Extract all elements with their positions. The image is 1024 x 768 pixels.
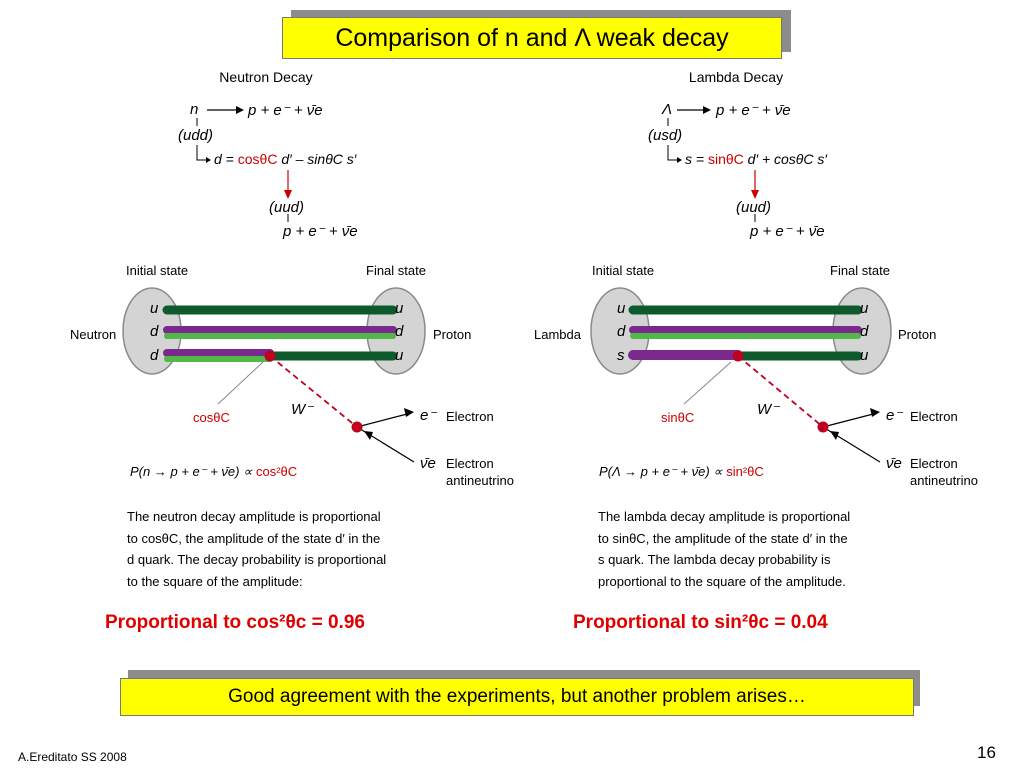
- lambda-mixing-lhs: s =: [685, 151, 705, 167]
- lambda-hadron-diagram: [590, 287, 892, 463]
- conclusion-text: Good agreement with the experiments, but…: [228, 686, 806, 707]
- neutron-final-quark-1: u: [395, 300, 404, 317]
- lambda-probability-rhs: sin²θC: [726, 464, 764, 479]
- neutron-probability-lhs: P(n → p + e⁻ + ν̄e) ∝: [130, 464, 253, 479]
- neutron-explanation-line-4: to the square of the amplitude:: [127, 573, 303, 589]
- lambda-mixing-sin-term: sinθC: [707, 151, 744, 167]
- lambda-final-quark-1: u: [860, 300, 869, 317]
- neutron-explanation-line-2: to cosθC, the amplitude of the state d′ …: [127, 530, 381, 546]
- neutron-electron-label: Electron: [446, 409, 494, 424]
- lambda-explanation-line-2: to sinθC, the amplitude of the state d′ …: [598, 530, 848, 546]
- author-footer: A.Ereditato SS 2008: [18, 750, 127, 764]
- neutron-probability: P(n → p + e⁻ + ν̄e) ∝ cos²θC: [130, 464, 297, 480]
- neutron-symbol: n: [190, 101, 199, 118]
- lambda-antineutrino-symbol: ν̄e: [886, 455, 902, 472]
- mixing-rest: d′ – sinθC s′: [281, 151, 357, 167]
- neutron-w-boson-label: W⁻: [291, 401, 314, 418]
- neutron-antineutrino-label-2: antineutrino: [446, 473, 514, 488]
- neutron-scheme-lines: [196, 106, 292, 222]
- lambda-final-products: p + e⁻ + ν̄e: [750, 223, 825, 240]
- neutron-final-quark-2: d: [395, 323, 404, 340]
- neutron-antineutrino-symbol: ν̄e: [420, 455, 436, 472]
- neutron-decay-heading: Neutron Decay: [219, 69, 313, 85]
- neutron-initial-state-label: Initial state: [126, 263, 189, 278]
- proton-quark-content: (uud): [269, 199, 305, 216]
- neutron-quark-1: u: [150, 300, 159, 317]
- lambda-probability: P(Λ → p + e⁻ + ν̄e) ∝ sin²θC: [599, 464, 764, 480]
- neutron-quark-content: (udd): [178, 127, 214, 144]
- lambda-proton-quark-content: (uud): [736, 199, 772, 216]
- slide-title-text: Comparison of n and Λ weak decay: [335, 23, 729, 52]
- neutron-hadron-diagram: [122, 287, 426, 463]
- lambda-quark-2: d: [617, 323, 626, 340]
- neutron-result: Proportional to cos²θc = 0.96: [105, 612, 365, 633]
- lambda-antineutrino-label-2: antineutrino: [910, 473, 978, 488]
- lambda-scheme-lines: [667, 106, 759, 222]
- neutron-explanation-line-3: d quark. The decay probability is propor…: [127, 552, 387, 567]
- neutron-mixing-equation: d = cosθC d′ – sinθC s′: [214, 151, 356, 167]
- neutron-final-state-label: Final state: [366, 263, 426, 278]
- lambda-final-quark-2: d: [860, 323, 869, 340]
- lambda-decay-heading: Lambda Decay: [688, 69, 784, 85]
- lambda-antineutrino-label-1: Electron: [910, 456, 958, 471]
- lambda-decay-products: p + e⁻ + ν̄e: [716, 102, 791, 119]
- neutron-quark-3: d: [150, 347, 159, 364]
- mixing-lhs: d =: [214, 151, 234, 167]
- lambda-result: Proportional to sin²θc = 0.04: [573, 612, 828, 633]
- neutron-final-quark-3: u: [395, 347, 404, 364]
- neutron-explanation: The neutron decay amplitude is proportio…: [127, 506, 427, 592]
- lambda-label: Lambda: [534, 327, 581, 342]
- lambda-mixing-equation: s = sinθC d′ + cosθC s′: [685, 151, 827, 167]
- lambda-quark-content: (usd): [648, 127, 683, 144]
- neutron-final-products: p + e⁻ + ν̄e: [283, 223, 358, 240]
- slide-title: Comparison of n and Λ weak decay: [282, 17, 782, 59]
- lambda-explanation-line-4: proportional to the square of the amplit…: [598, 573, 846, 589]
- lambda-quark-3: s: [617, 347, 625, 364]
- lambda-w-boson-label: W⁻: [757, 401, 780, 418]
- lambda-electron-label: Electron: [910, 409, 958, 424]
- page-number: 16: [977, 743, 996, 762]
- lambda-final-quark-3: u: [860, 347, 869, 364]
- neutron-coupling-label: cosθC: [193, 410, 230, 425]
- lambda-explanation: The lambda decay amplitude is proportion…: [598, 506, 898, 592]
- lambda-electron-symbol: e⁻: [886, 407, 903, 424]
- lambda-proton-label: Proton: [898, 327, 937, 342]
- lambda-explanation-line-1: The lambda decay amplitude is proportion…: [598, 509, 851, 524]
- neutron-label: Neutron: [70, 327, 117, 342]
- lambda-mixing-rest: d′ + cosθC s′: [747, 151, 828, 167]
- lambda-initial-state-label: Initial state: [592, 263, 655, 278]
- lambda-coupling-label: sinθC: [661, 410, 695, 425]
- neutron-decay-products: p + e⁻ + ν̄e: [248, 102, 323, 119]
- lambda-final-state-label: Final state: [830, 263, 890, 278]
- lambda-probability-lhs: P(Λ → p + e⁻ + ν̄e) ∝: [599, 464, 723, 479]
- neutron-explanation-line-1: The neutron decay amplitude is proportio…: [127, 509, 381, 524]
- neutron-electron-symbol: e⁻: [420, 407, 437, 424]
- lambda-quark-1: u: [617, 300, 626, 317]
- proton-label: Proton: [433, 327, 472, 342]
- lambda-explanation-line-3: s quark. The lambda decay probability is: [598, 552, 831, 567]
- neutron-quark-2: d: [150, 323, 159, 340]
- lambda-symbol: Λ: [662, 101, 673, 118]
- mixing-cos-term: cosθC: [237, 151, 278, 167]
- neutron-antineutrino-label-1: Electron: [446, 456, 494, 471]
- neutron-probability-rhs: cos²θC: [256, 464, 298, 479]
- conclusion-box: Good agreement with the experiments, but…: [120, 678, 914, 716]
